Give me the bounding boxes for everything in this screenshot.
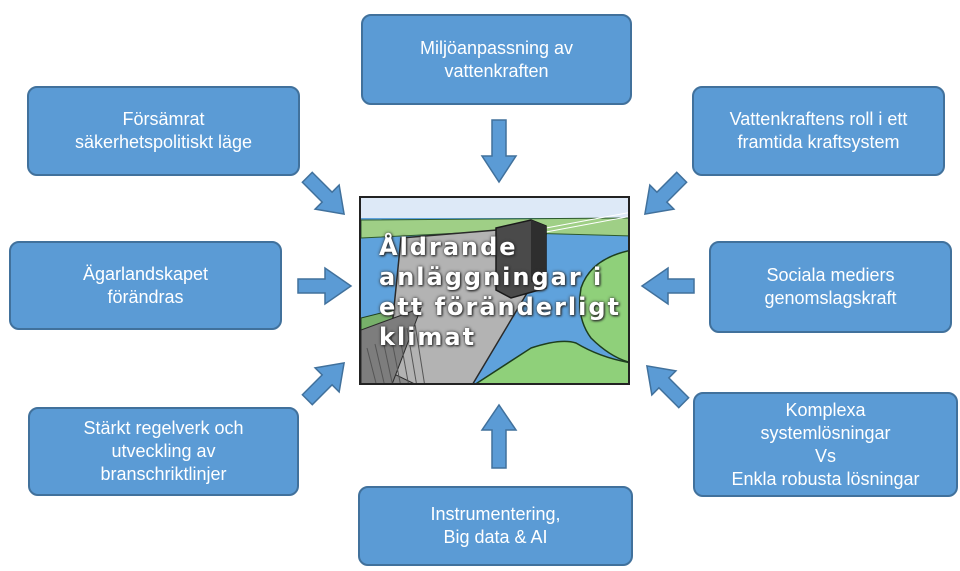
box-line: Komplexa (785, 399, 866, 420)
box-line: Vs (814, 445, 836, 466)
box-line: Enkla robusta lösningar (731, 468, 920, 489)
box-miljoanpassning: Miljöanpassning av vattenkraften (361, 14, 632, 105)
center-title-line: ett föränderligt (379, 293, 622, 321)
box-agarlandskapet: Ägarlandskapet förändras (9, 241, 282, 330)
box-line: Ägarlandskapet (82, 263, 209, 284)
arrow-diagonal-up-right-icon (301, 361, 346, 406)
arrow-right-icon (297, 266, 353, 306)
box-sakerhetspolitiskt: Försämrat säkerhetspolitiskt läge (27, 86, 300, 176)
center-title-line: anläggningar i (379, 263, 604, 291)
box-line: säkerhetspolitiskt läge (74, 132, 253, 152)
box-sociala-medier: Sociala mediers genomslagskraft (709, 241, 952, 333)
box-line: Vattenkraftens roll i ett (729, 109, 908, 129)
box-line: utveckling av (111, 441, 216, 461)
center-title: Åldrande anläggningar i ett föränderligt… (379, 232, 628, 352)
box-line: Instrumentering, (430, 504, 561, 524)
arrow-down-icon (480, 119, 518, 184)
box-line: branschriktlinjer (100, 464, 227, 484)
box-line: vattenkraften (444, 60, 549, 81)
center-title-line: klimat (379, 323, 477, 351)
box-line: framtida kraftsystem (737, 132, 900, 152)
box-line: Stärkt regelverk och (83, 418, 244, 438)
box-line: Sociala mediers (766, 265, 895, 285)
arrow-diagonal-up-left-icon (645, 364, 690, 409)
box-regelverk: Stärkt regelverk och utveckling av brans… (28, 407, 299, 496)
box-line: genomslagskraft (764, 288, 897, 308)
central-dam-illustration: Åldrande anläggningar i ett föränderligt… (359, 196, 630, 385)
box-line: Försämrat (122, 109, 205, 129)
box-line: systemlösningar (760, 422, 891, 443)
arrow-diagonal-down-right-icon (301, 171, 346, 216)
box-line: förändras (107, 286, 184, 307)
box-instrumentering: Instrumentering, Big data & AI (358, 486, 633, 566)
box-line: Miljöanpassning av (419, 37, 574, 58)
arrow-up-icon (480, 403, 518, 469)
arrow-left-icon (640, 266, 695, 306)
box-line: Big data & AI (443, 527, 548, 547)
dam-picture (361, 198, 628, 383)
box-vattenkraftens-roll: Vattenkraftens roll i ett framtida kraft… (692, 86, 945, 176)
arrow-diagonal-down-left-icon (643, 171, 688, 216)
box-systemlosningar: Komplexa systemlösningar Vs Enkla robust… (693, 392, 958, 497)
center-title-line: Åldrande (379, 233, 518, 261)
